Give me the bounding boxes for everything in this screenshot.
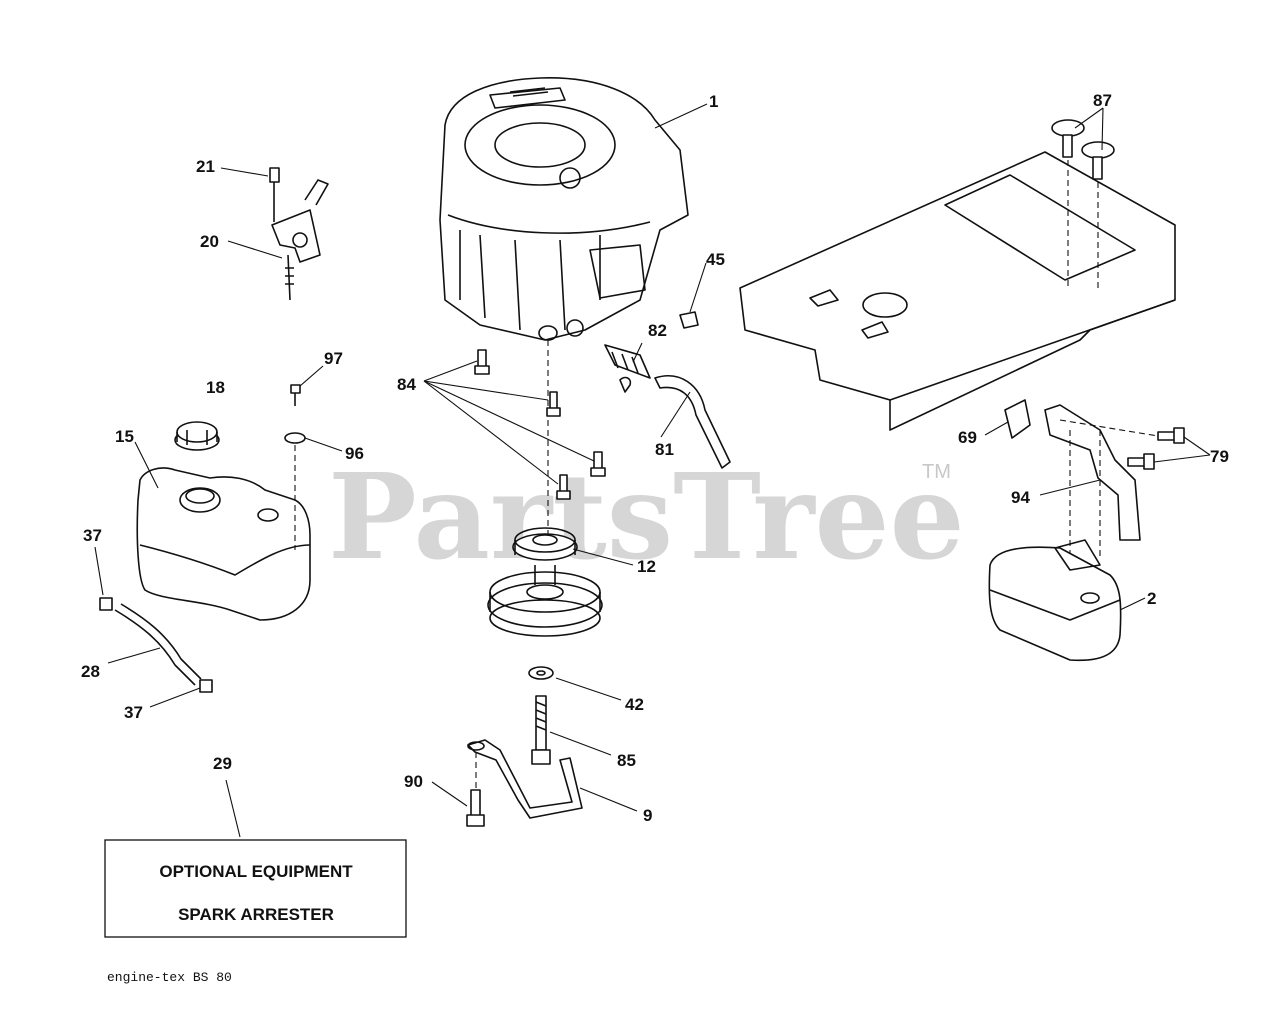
center-bolt-part[interactable] bbox=[531, 695, 551, 765]
nut-45-part[interactable] bbox=[679, 311, 699, 329]
gasket-69-part[interactable] bbox=[1004, 399, 1031, 439]
callout-97: 97 bbox=[324, 349, 343, 368]
bolt-90-part[interactable] bbox=[466, 789, 485, 827]
frame-part[interactable] bbox=[739, 151, 1176, 431]
callout-42: 42 bbox=[625, 695, 644, 714]
throttle-control-part[interactable] bbox=[269, 167, 329, 301]
callout-2: 2 bbox=[1147, 589, 1156, 608]
leader-lines bbox=[94, 103, 1211, 838]
callout-90: 90 bbox=[404, 772, 423, 791]
callout-96: 96 bbox=[345, 444, 364, 463]
callout-87: 87 bbox=[1093, 91, 1112, 110]
callout-45: 45 bbox=[706, 250, 725, 269]
callout-28: 28 bbox=[81, 662, 100, 681]
trademark-mark: TM bbox=[922, 461, 951, 483]
callout-84: 84 bbox=[397, 375, 416, 394]
fuel-line-part[interactable] bbox=[99, 597, 213, 693]
callout-12: 12 bbox=[637, 557, 656, 576]
callout-79: 79 bbox=[1210, 447, 1229, 466]
callout-9: 9 bbox=[643, 806, 652, 825]
fuel-hose-81-part[interactable] bbox=[654, 375, 731, 469]
fuel-cap-part[interactable] bbox=[174, 421, 220, 451]
callout-18: 18 bbox=[206, 378, 225, 397]
optional-equipment-box: OPTIONAL EQUIPMENT SPARK ARRESTER bbox=[104, 839, 407, 938]
watermark: PartsTree bbox=[328, 447, 965, 586]
washer-96-part[interactable] bbox=[284, 432, 306, 444]
footer-code: engine-tex BS 80 bbox=[107, 970, 232, 985]
bracket-part[interactable] bbox=[467, 739, 583, 819]
callout-82: 82 bbox=[648, 321, 667, 340]
callout-37-top: 37 bbox=[83, 526, 102, 545]
fuel-tank-part[interactable] bbox=[136, 467, 311, 621]
optional-equipment-label: OPTIONAL EQUIPMENT bbox=[159, 862, 353, 881]
callout-1: 1 bbox=[709, 92, 718, 111]
callout-21: 21 bbox=[196, 157, 215, 176]
callout-29: 29 bbox=[213, 754, 232, 773]
callout-81: 81 bbox=[655, 440, 674, 459]
callout-37-bottom: 37 bbox=[124, 703, 143, 722]
spark-arrester-label: SPARK ARRESTER bbox=[178, 905, 334, 924]
washer-part[interactable] bbox=[528, 666, 554, 680]
callout-69: 69 bbox=[958, 428, 977, 447]
callout-85: 85 bbox=[617, 751, 636, 770]
callout-20: 20 bbox=[200, 232, 219, 251]
engine-part[interactable] bbox=[439, 77, 689, 341]
fuel-fitting-part[interactable] bbox=[604, 344, 651, 393]
bolts-87-part[interactable] bbox=[1051, 119, 1115, 180]
callout-15: 15 bbox=[115, 427, 134, 446]
muffler-part[interactable] bbox=[988, 539, 1122, 662]
screw-97-part[interactable] bbox=[290, 384, 301, 394]
screws-79-part[interactable] bbox=[1127, 427, 1185, 470]
pulley-part[interactable] bbox=[487, 527, 603, 637]
callout-94: 94 bbox=[1011, 488, 1030, 507]
